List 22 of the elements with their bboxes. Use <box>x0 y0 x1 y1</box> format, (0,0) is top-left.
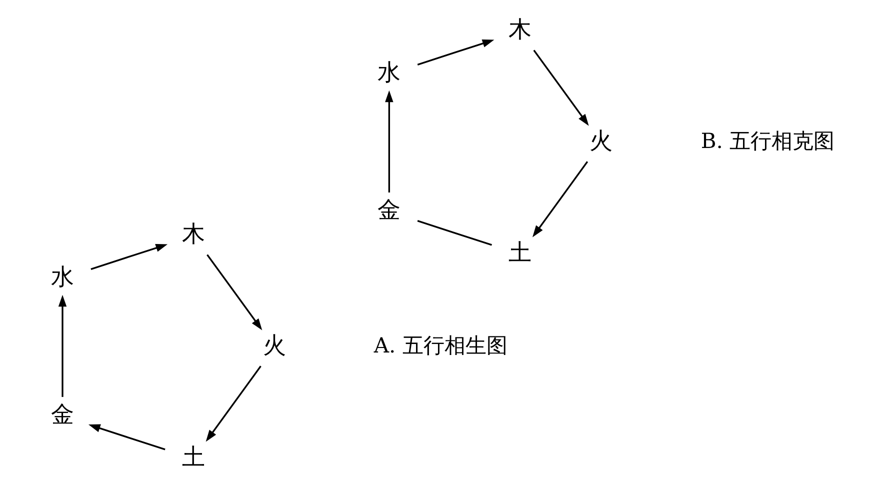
node-text: 土 <box>508 240 532 266</box>
arrow <box>384 90 393 192</box>
arrow <box>58 294 66 397</box>
arrow <box>532 161 588 238</box>
arrow <box>90 244 168 270</box>
arrow <box>206 254 262 330</box>
node-text: 水 <box>50 264 74 290</box>
arrow <box>416 39 494 66</box>
connector <box>416 220 492 246</box>
node-text: 金 <box>377 197 400 224</box>
node-text: 火 <box>262 333 286 360</box>
node-text: 水 <box>377 60 400 86</box>
label: B. 五行相克图 <box>700 128 834 153</box>
arrow <box>88 424 165 450</box>
node-text: 土 <box>182 444 204 471</box>
node-text: 火 <box>589 128 612 155</box>
label: A. 五行相生图 <box>373 333 507 358</box>
node-text: 木 <box>182 222 204 248</box>
node-text: 金 <box>50 402 74 428</box>
node-text: 木 <box>508 17 532 44</box>
arrow <box>532 50 588 126</box>
arrow <box>205 366 261 442</box>
